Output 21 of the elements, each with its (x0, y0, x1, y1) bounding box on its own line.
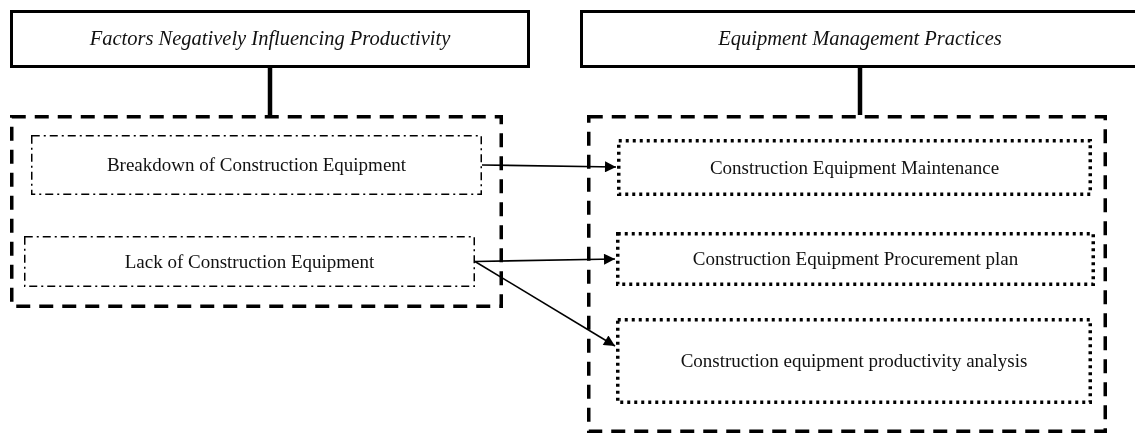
heading-box (580, 10, 1135, 68)
group-box (587, 115, 1107, 433)
box-label: Lack of Construction Equipment (124, 249, 375, 274)
group-box (10, 115, 503, 308)
practice-box (616, 318, 1092, 404)
arrow (474, 253, 616, 265)
practice-box (617, 139, 1092, 196)
box-label: Breakdown of Construction Equipment (106, 153, 407, 178)
factor-box (31, 135, 482, 195)
box-label: Construction equipment productivity analysis (680, 349, 1028, 374)
heading-box (10, 10, 530, 68)
heading-text: Factors Negatively Influencing Productivity (89, 26, 451, 52)
factor-box (24, 236, 475, 287)
heading-text: Equipment Management Practices (718, 26, 1002, 52)
practice-box (616, 232, 1095, 286)
connector-line (267, 68, 273, 115)
arrow (474, 260, 616, 347)
box-label: Construction Equipment Procurement plan (692, 247, 1019, 272)
arrow (481, 161, 617, 173)
connector-line (857, 68, 863, 115)
box-label: Construction Equipment Maintenance (709, 155, 1000, 180)
